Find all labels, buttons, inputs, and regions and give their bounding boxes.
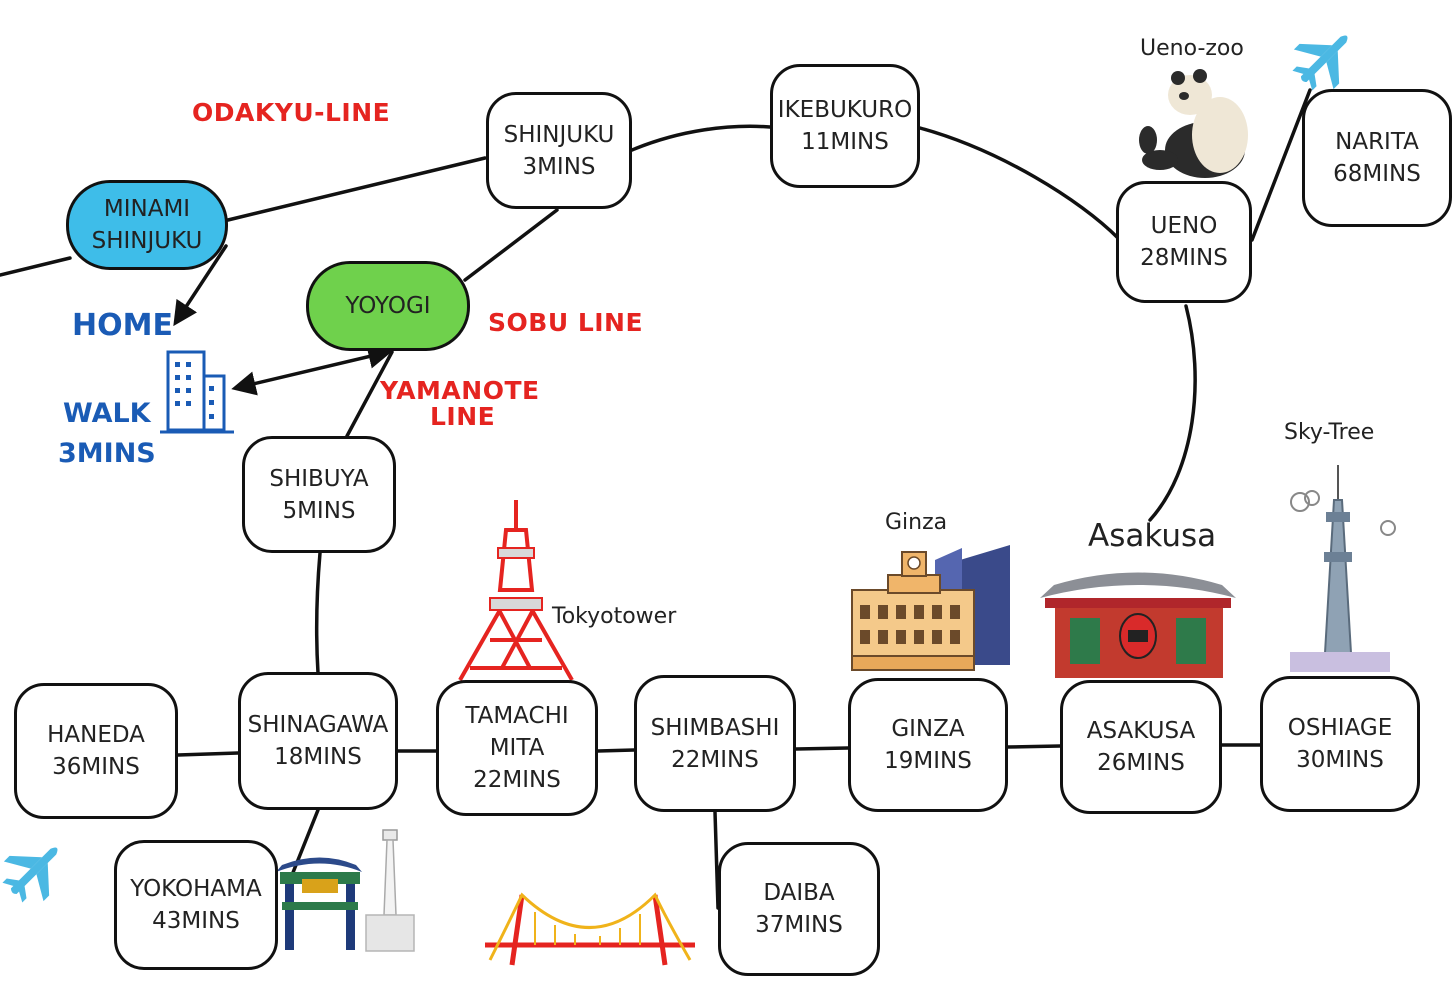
station-ueno[interactable]: UENO 28MINS [1116, 181, 1252, 303]
station-time: 11MINS [801, 129, 889, 155]
station-time: 19MINS [884, 748, 972, 774]
tokyo-tower-icon [458, 500, 574, 681]
marine-tower-icon [365, 829, 415, 952]
station-name: SHIBUYA [269, 465, 369, 492]
sky-tree-label: Sky-Tree [1284, 420, 1375, 445]
yamanote-line-label-2: LINE [430, 402, 496, 431]
line-ueno-narita [1250, 88, 1312, 242]
line-shibuya-shinagawa [314, 551, 322, 675]
station-yoyogi[interactable]: YOYOGI [306, 261, 470, 351]
station-name: YOKOHAMA [130, 876, 262, 902]
station-name: SHINJUKU [503, 121, 615, 148]
station-name: IKEBUKURO [777, 97, 913, 123]
rail-lines [0, 88, 1312, 910]
asakusa-landmark-label: Asakusa [1088, 518, 1217, 554]
station-time: 37MINS [755, 912, 843, 938]
station-narita[interactable]: NARITA 68MINS [1302, 89, 1452, 227]
station-asakusa[interactable]: ASAKUSA 26MINS [1060, 680, 1222, 814]
yamanote-line-label-1: YAMANOTE [380, 376, 540, 405]
station-minami-shinjuku[interactable]: MINAMI SHINJUKU [66, 180, 228, 270]
walk-label: WALK [63, 398, 151, 429]
ueno-zoo-label: Ueno-zoo [1140, 36, 1244, 61]
station-yokohama[interactable]: YOKOHAMA 43MINS [114, 840, 278, 970]
station-ikebukuro[interactable]: IKEBUKURO 11MINS [770, 64, 920, 188]
station-oshiage[interactable]: OSHIAGE 30MINS [1260, 676, 1420, 812]
station-name: MINAMI SHINJUKU [91, 196, 203, 254]
ginza-landmark-label: Ginza [885, 510, 948, 535]
line-ikebukuro-ueno [918, 126, 1120, 240]
chinatown-gate-icon [276, 857, 362, 950]
walk-time-label: 3MINS [58, 438, 156, 469]
station-name: DAIBA [763, 880, 835, 906]
home-label: HOME [72, 308, 173, 343]
odakyu-line-track [0, 256, 72, 277]
sky-tree-icon [1290, 465, 1396, 672]
station-ginza[interactable]: GINZA 19MINS [848, 678, 1008, 812]
airplane-icon [1292, 35, 1348, 91]
station-shinagawa[interactable]: SHINAGAWA 18MINS [238, 672, 398, 810]
odakyu-line-label: ODAKYU-LINE [192, 98, 391, 127]
sobu-line-label: SOBU LINE [488, 308, 644, 337]
station-haneda[interactable]: HANEDA 36MINS [14, 683, 178, 819]
station-time: 3MINS [522, 153, 596, 180]
line-shinjuku-yoyogi [463, 208, 559, 282]
station-time: 28MINS [1140, 245, 1228, 271]
station-name: SHIMBASHI [650, 714, 780, 741]
rainbow-bridge-icon [485, 892, 695, 966]
line-shimbashi-ginza [794, 746, 850, 751]
station-time: 43MINS [152, 908, 240, 934]
station-time: 5MINS [282, 497, 356, 524]
station-time: 36MINS [52, 754, 140, 780]
station-name: HANEDA [47, 722, 145, 748]
station-shinjuku[interactable]: SHINJUKU 3MINS [486, 92, 632, 209]
kaminarimon-gate-icon [1040, 572, 1236, 678]
line-shimbashi-daiba [713, 810, 720, 910]
walk-arrow-minami-home [173, 244, 228, 327]
building-icon [160, 350, 234, 434]
station-name: YOYOGI [345, 293, 431, 319]
line-ginza-asakusa [1006, 744, 1062, 749]
odakyu-line-track-2 [226, 156, 487, 222]
station-name: NARITA [1335, 129, 1419, 155]
station-name: SHINAGAWA [247, 712, 389, 738]
station-name: TAMACHI MITA [465, 703, 569, 761]
station-name: OSHIAGE [1287, 715, 1393, 741]
line-tamachi-shimbashi [596, 748, 636, 753]
station-tamachi-mita[interactable]: TAMACHI MITA 22MINS [436, 680, 598, 816]
station-time: 68MINS [1333, 161, 1421, 187]
ginza-building-icon [851, 545, 1010, 671]
station-time: 30MINS [1296, 747, 1384, 773]
station-time: 26MINS [1097, 750, 1185, 776]
walk-arrow-yoyogi-home [231, 344, 393, 396]
panda-icon [1139, 69, 1248, 178]
tokyo-tower-label: Tokyotower [552, 604, 677, 629]
station-time: 18MINS [274, 744, 362, 770]
station-time: 22MINS [473, 767, 561, 793]
station-time: 22MINS [671, 746, 759, 773]
station-shimbashi[interactable]: SHIMBASHI 22MINS [634, 675, 796, 812]
line-ueno-asakusa [1148, 304, 1197, 522]
station-shibuya[interactable]: SHIBUYA 5MINS [242, 436, 396, 553]
station-name: GINZA [891, 716, 965, 742]
station-name: UENO [1150, 213, 1218, 239]
station-name: ASAKUSA [1086, 718, 1196, 744]
line-shinjuku-ikebukuro [630, 124, 772, 152]
airplane-icon [2, 847, 58, 903]
line-haneda-shinagawa [176, 751, 240, 757]
station-daiba[interactable]: DAIBA 37MINS [718, 842, 880, 976]
